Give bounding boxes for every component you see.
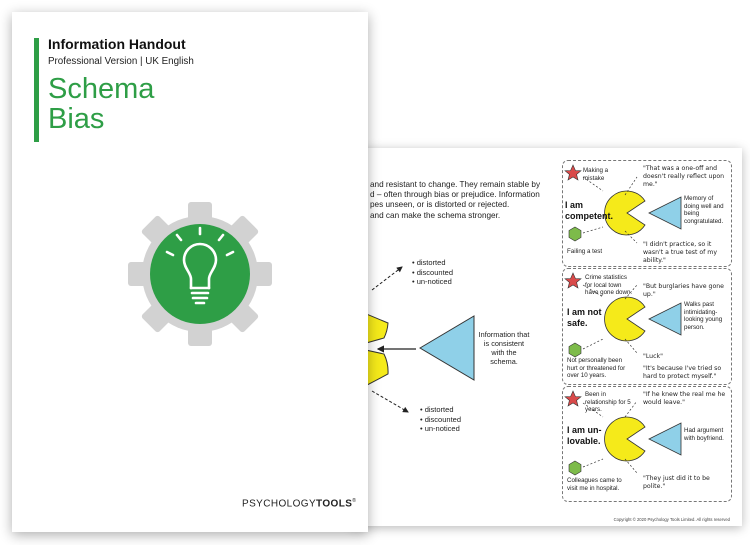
example-quote-top: "That was a one-off and doesn't really r… — [643, 165, 725, 188]
gear-icon — [128, 202, 272, 346]
intro-line: and can make the schema stronger. — [370, 210, 501, 220]
star-icon — [564, 390, 582, 407]
example-belief: I am competent. — [565, 200, 614, 221]
belief-pacman — [604, 296, 646, 342]
example-quote-bottom: "I didn't practice, so it wasn't a true … — [643, 241, 717, 264]
arrow-icon — [371, 266, 403, 291]
example-quote-bottom: "They just did it to be polite." — [643, 475, 710, 490]
hexagon-icon — [568, 342, 582, 358]
example-side-label: Walks past intimidating-looking young pe… — [684, 301, 723, 331]
hexagon-icon — [568, 226, 582, 242]
example-belief: I am un-lovable. — [567, 425, 602, 446]
intro-paragraph: and resistant to change. They remain sta… — [370, 180, 560, 221]
bottom-bullet-list: distorted discounted un-noticed — [420, 405, 461, 434]
bullet-item: un-noticed — [412, 277, 453, 287]
example-top-label: Crime statistics for local town have gon… — [585, 274, 633, 296]
example-quote-top: "If he knew the real me he would leave." — [643, 391, 726, 406]
example-box-unlovable: Been in relationship for 5 years. I am u… — [562, 386, 732, 502]
star-icon — [564, 164, 582, 181]
consistent-info-triangle — [419, 315, 475, 381]
bullet-item: discounted — [412, 268, 453, 278]
consistent-info-label: Information that is consistent with the … — [478, 330, 530, 366]
copyright-text: Copyright © 2020 Psychology Tools Limite… — [613, 517, 730, 522]
handout-subtitle: Professional Version | UK English — [48, 56, 194, 67]
page-title-line: Bias — [48, 103, 105, 135]
example-side-label: Had argument with boyfriend. — [684, 427, 724, 442]
belief-pacman — [604, 190, 646, 236]
arrow-icon — [371, 390, 409, 413]
psychology-tools-logo: PSYCHOLOGYTOOLS® — [242, 498, 357, 510]
example-bottom-label: Colleagues came to visit me in hospital. — [567, 477, 622, 492]
example-quote-luck: "Luck" — [643, 353, 663, 360]
front-page: Information Handout Professional Version… — [12, 12, 368, 532]
belief-pacman — [604, 416, 646, 462]
page-title: Schema Bias — [48, 74, 154, 134]
top-bullet-list: distorted discounted un-noticed — [412, 258, 453, 287]
intro-line: pes unseen, or is distorted or rejected. — [370, 200, 510, 210]
example-quote-top: "But burglaries have gone up." — [643, 283, 724, 298]
info-triangle — [648, 422, 682, 456]
example-box-not-safe: Crime statistics for local town have gon… — [562, 268, 732, 385]
accent-bar — [34, 38, 39, 142]
bullet-item: distorted — [420, 405, 461, 415]
info-triangle — [648, 302, 682, 336]
example-side-label: Memory of doing well and being congratul… — [684, 195, 724, 225]
example-bottom-label: Failing a test — [567, 248, 603, 255]
intro-line: d – often through bias or prejudice. Inf… — [370, 190, 540, 200]
bullet-item: un-noticed — [420, 424, 461, 434]
star-icon — [564, 272, 582, 289]
lightbulb-icon — [165, 226, 235, 305]
example-top-label: Been in relationship for 5 years. — [585, 391, 631, 413]
example-quote-bottom: "It's because I've tried so hard to prot… — [643, 365, 722, 380]
example-bottom-label: Not personally been hurt or threatened f… — [567, 357, 626, 379]
example-belief: I am not safe. — [567, 307, 602, 328]
handout-title: Information Handout — [48, 36, 186, 52]
info-triangle — [648, 196, 682, 230]
hexagon-icon — [568, 460, 582, 476]
page-title-line: Schema — [48, 73, 155, 105]
example-top-label: Making a mistake — [583, 167, 609, 182]
bullet-item: discounted — [420, 415, 461, 425]
bullet-item: distorted — [412, 258, 453, 268]
example-box-competent: Making a mistake I am competent. Failing… — [562, 160, 732, 267]
back-page: and resistant to change. They remain sta… — [352, 148, 742, 526]
intro-line: and resistant to change. They remain sta… — [370, 180, 541, 189]
